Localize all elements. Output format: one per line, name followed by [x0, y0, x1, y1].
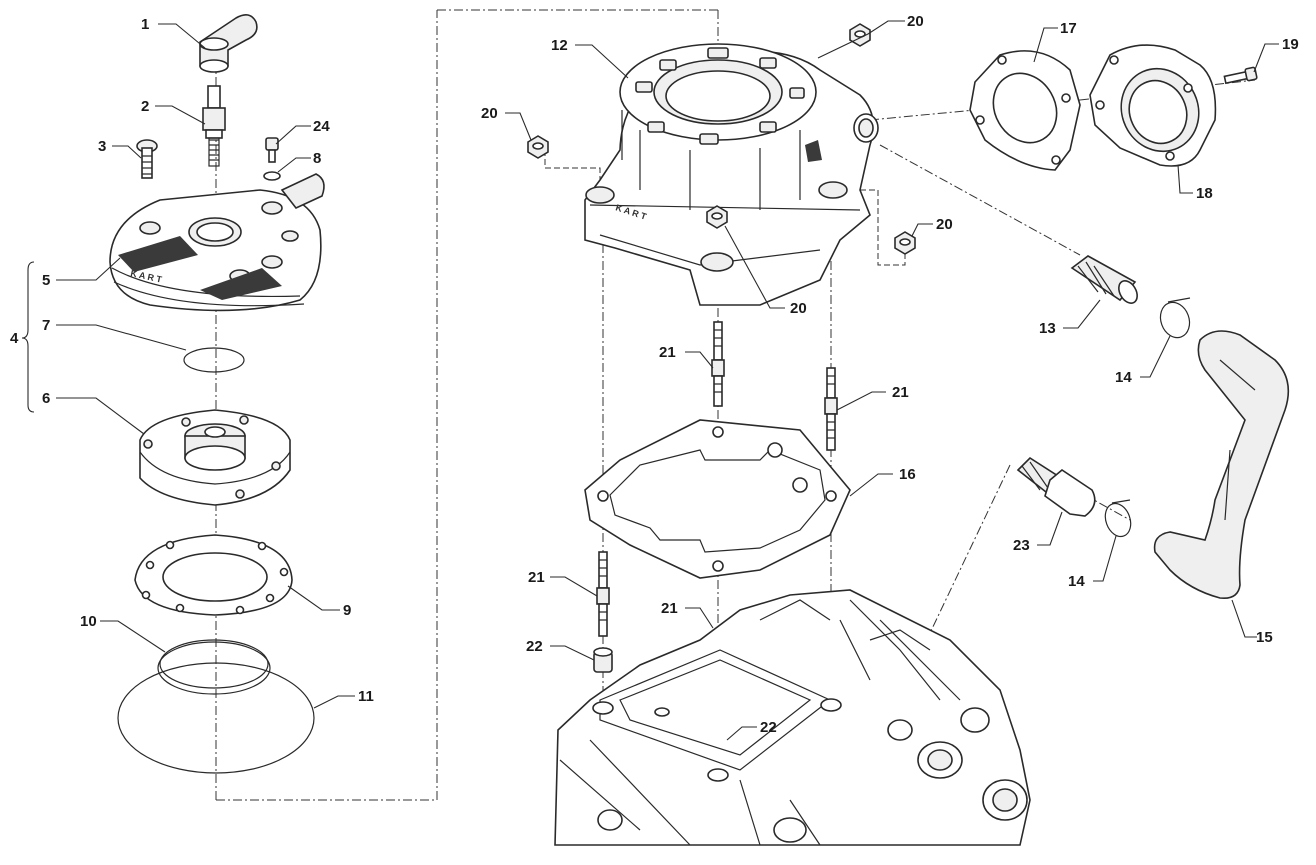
- callout-label: 14: [1115, 369, 1132, 386]
- callout-label: 4: [10, 330, 19, 347]
- cylinder: K A R T: [584, 43, 879, 306]
- callout-label: 20: [936, 216, 953, 233]
- stud-upper-center: [711, 321, 725, 407]
- cylinder-head: K A R T: [109, 173, 325, 312]
- flange-nut-center: [706, 205, 728, 229]
- callout-label: 21: [892, 384, 909, 401]
- callout-label: 7: [42, 317, 50, 334]
- water-fitting: [1070, 255, 1138, 304]
- callout-label: 11: [358, 688, 374, 705]
- sealing-washer: [263, 171, 281, 181]
- callout-label: 22: [526, 638, 543, 655]
- callout-label: 5: [42, 272, 50, 289]
- flange-nut-left: [527, 135, 549, 159]
- small-screw: [265, 137, 279, 163]
- combustion-chamber-insert: [139, 409, 291, 506]
- hose-clamp-upper: [1159, 297, 1191, 339]
- callout-label: 9: [343, 602, 351, 619]
- flange-nut-right: [894, 231, 916, 255]
- exhaust-flange: [1089, 44, 1217, 167]
- callout-label: 8: [313, 150, 321, 167]
- stud-upper-right: [824, 367, 838, 451]
- callout-label: 10: [80, 613, 97, 630]
- spark-plug-cap: [199, 14, 258, 73]
- inlet-fitting: [1016, 456, 1096, 517]
- callout-label: 23: [1013, 537, 1030, 554]
- callout-label: 20: [790, 300, 807, 317]
- callout-label: 22: [760, 719, 777, 736]
- stud-lower-left: [596, 551, 610, 637]
- leader-lines: [21, 20, 1279, 741]
- callout-label: 6: [42, 390, 50, 407]
- callout-label: 21: [528, 569, 545, 586]
- callout-label: 2: [141, 98, 149, 115]
- callout-label: 20: [481, 105, 498, 122]
- callout-label: 14: [1068, 573, 1085, 590]
- callout-label: 3: [98, 138, 106, 155]
- callout-label: 21: [659, 344, 676, 361]
- hose-clamp-lower: [1104, 499, 1132, 538]
- large-o-ring: [117, 662, 315, 774]
- callout-label: 16: [899, 466, 916, 483]
- head-o-ring: [183, 347, 245, 373]
- exhaust-gasket: [969, 50, 1081, 171]
- callout-label: 13: [1039, 320, 1056, 337]
- coolant-hose: [1153, 330, 1290, 600]
- head-gasket-ring: [134, 534, 293, 616]
- small-o-ring: [157, 639, 271, 695]
- flange-screw: [1223, 66, 1258, 85]
- head-bolt: [136, 139, 158, 179]
- dowel-left: [593, 647, 613, 673]
- callout-label: 24: [313, 118, 330, 135]
- callout-label: 19: [1282, 36, 1299, 53]
- callout-label: 21: [661, 600, 678, 617]
- callout-label: 17: [1060, 20, 1077, 37]
- callout-label: 15: [1256, 629, 1273, 646]
- callout-label: 12: [551, 37, 568, 54]
- callout-label: 20: [907, 13, 924, 30]
- callout-label: 18: [1196, 185, 1213, 202]
- callout-label: 1: [141, 16, 149, 33]
- callout-labels: 1 2 3 24 8 5 4 7 6 9 10 11 12 20 20 20 2…: [10, 13, 1299, 736]
- dashed-positioning-lines: [544, 150, 906, 266]
- spark-plug: [202, 85, 226, 167]
- cylinder-base-gasket: [584, 419, 851, 579]
- crankcase: [554, 589, 1031, 846]
